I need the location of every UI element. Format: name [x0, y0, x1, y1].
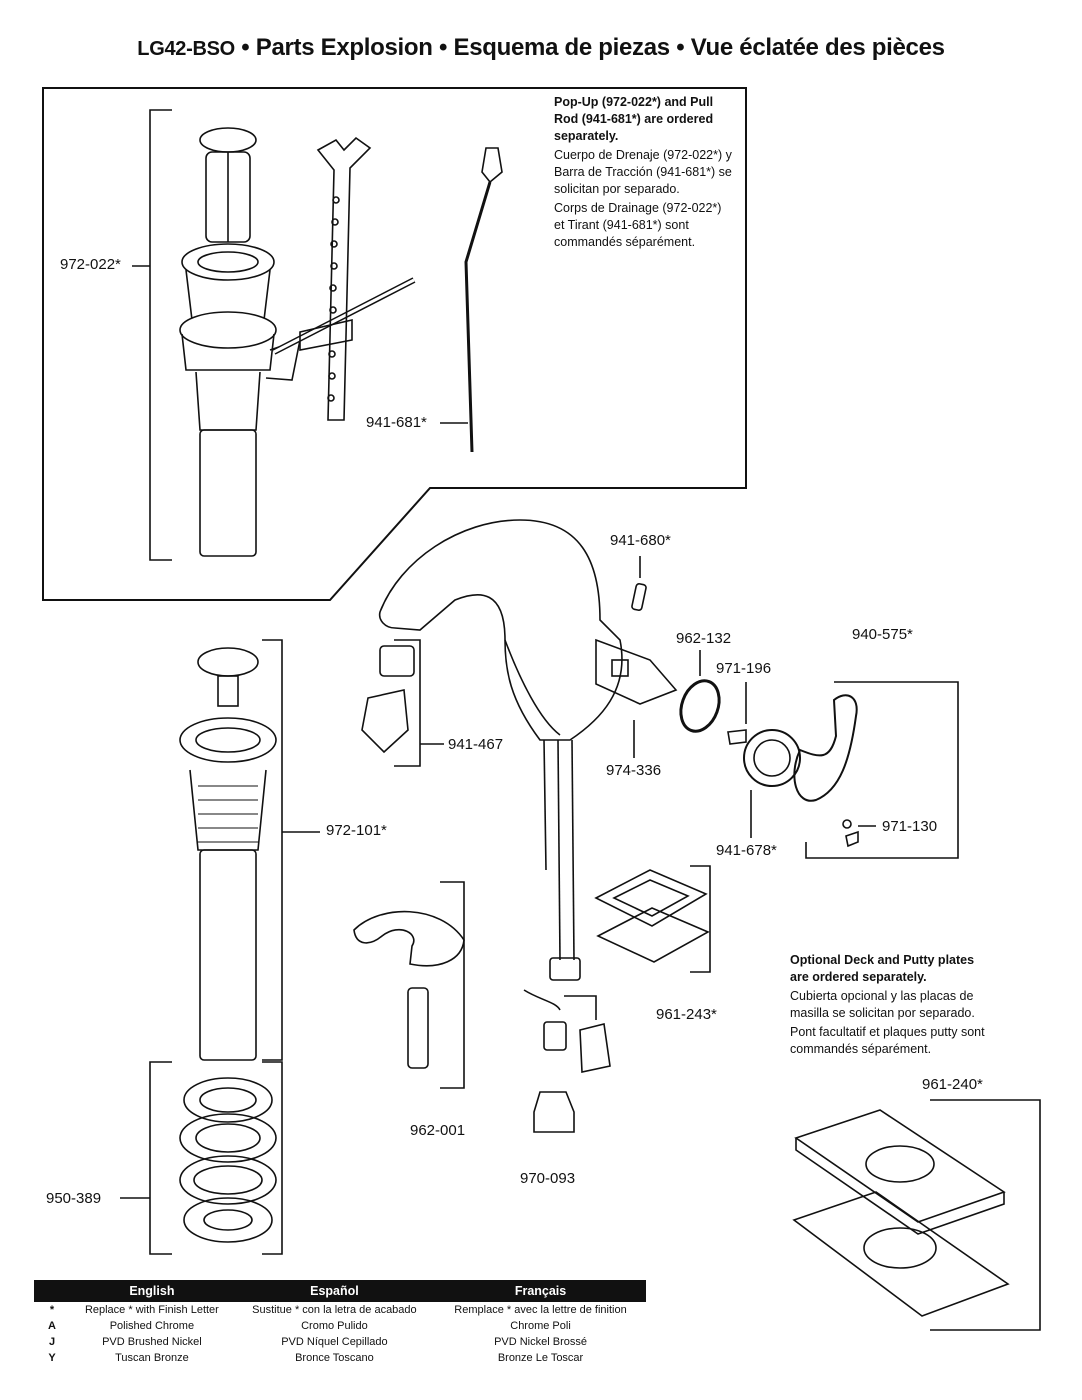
deck-note-french: Pont facultatif et plaques putty sont co… [790, 1025, 985, 1056]
deck-note-spanish: Cubierta opcional y las placas de masill… [790, 989, 975, 1020]
label-961-240: 961-240* [922, 1076, 983, 1093]
drain-assembly-drawing [179, 647, 277, 1061]
pin-941-680 [631, 583, 647, 611]
popup-inset-frame [42, 87, 747, 601]
deck-order-note: Optional Deck and Putty plates are order… [790, 952, 990, 1060]
popup-note-english: Pop-Up (972-022*) and Pull Rod (941-681*… [554, 95, 714, 143]
legend-header-code [34, 1280, 70, 1302]
faucet-body-drawing [378, 519, 623, 1051]
aerator-drawing [361, 645, 415, 754]
pull-rod-drawing [440, 147, 503, 453]
setscrew-971-130 [842, 819, 852, 829]
legend-header-french: Français [435, 1280, 646, 1302]
handle-940-575 [793, 694, 858, 802]
popup-note-spanish: Cuerpo de Drenaje (972-022*) y Barra de … [554, 148, 732, 196]
screw-971-196 [727, 729, 747, 745]
escutcheon-941-678 [743, 729, 801, 787]
bracket-961-243 [690, 865, 711, 973]
legend-row: Y Tuscan Bronze Bronce Toscano Bronze Le… [48, 1352, 584, 1364]
finish-legend-table: English Español Français * Replace * wit… [34, 1280, 646, 1366]
label-962-001: 962-001 [410, 1122, 466, 1139]
bracket-961-240 [930, 1099, 1041, 1331]
label-970-093: 970-093 [520, 1170, 576, 1187]
clevis-strap-drawing [299, 136, 372, 421]
deck-note-english: Optional Deck and Putty plates are order… [790, 953, 975, 984]
label-941-680: 941-680* [610, 532, 671, 549]
ring-962-132 [679, 679, 721, 733]
legend-header-spanish: Español [233, 1280, 436, 1302]
popup-drain-drawing [179, 127, 416, 557]
title-french: Vue éclatée des pièces [690, 34, 945, 61]
label-971-130: 971-130 [882, 818, 938, 835]
nut-970-093 [533, 1091, 575, 1133]
popup-note-french: Corps de Drainage (972-022*) et Tirant (… [554, 201, 722, 249]
bracket-940-575 [805, 681, 959, 859]
label-962-132: 962-132 [676, 630, 732, 647]
bracket-972-022 [149, 109, 172, 561]
deck-plate-drawing [792, 1109, 1010, 1317]
bracket-962-001 [440, 881, 465, 1089]
mounting-plate-drawing [594, 869, 710, 963]
label-972-101: 972-101* [326, 822, 387, 839]
cartridge-drawing [595, 638, 678, 705]
label-941-681: 941-681* [366, 414, 427, 431]
label-961-243: 961-243* [656, 1006, 717, 1023]
model-number: LG42-BSO [137, 38, 235, 60]
label-974-336: 974-336 [606, 762, 662, 779]
legend-header-english: English [70, 1280, 234, 1302]
label-971-196: 971-196 [716, 660, 772, 677]
page-title: LG42-BSO • Parts Explosion • Esquema de … [137, 34, 945, 61]
title-english: Parts Explosion [255, 34, 433, 61]
bracket-950-389 [149, 1061, 172, 1255]
label-941-678: 941-678* [716, 842, 777, 859]
legend-row: J PVD Brushed Nickel PVD Níquel Cepillad… [48, 1336, 587, 1348]
gasket-stack-drawing [179, 1077, 277, 1243]
bracket-941-467 [394, 639, 421, 767]
legend-row: A Polished Chrome Cromo Pulido Chrome Po… [48, 1320, 571, 1332]
gasket-drawing [353, 910, 465, 1069]
popup-order-note: Pop-Up (972-022*) and Pull Rod (941-681*… [554, 94, 734, 253]
title-spanish: Esquema de piezas [453, 34, 671, 61]
bracket-972-101 [262, 639, 283, 1061]
label-941-467: 941-467 [448, 736, 504, 753]
label-972-022: 972-022* [60, 256, 121, 273]
label-950-389: 950-389 [46, 1190, 102, 1207]
legend-row: * Replace * with Finish Letter Sustitue … [49, 1304, 627, 1316]
label-940-575: 940-575* [852, 626, 913, 643]
